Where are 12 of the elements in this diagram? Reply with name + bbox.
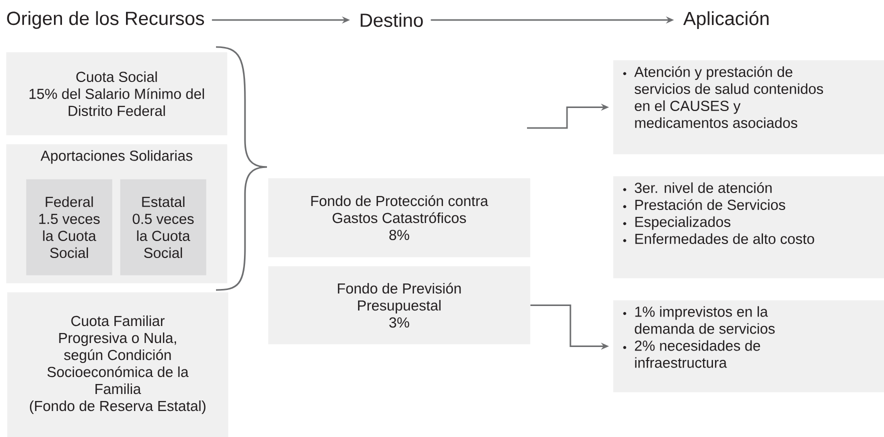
contribution-box: Federal 1.5 veces la Cuota Social xyxy=(26,179,112,276)
heading-text: Origen de los Recursos xyxy=(7,11,204,29)
application-box: 3er. nivel de atención Prestación de Servicios Especializados Enfermedades de alto costo xyxy=(613,176,884,278)
application-box: Atención y prestación de servicios de salud contenidos en el CAUSES y medicamentos asociados xyxy=(613,60,884,154)
heading-text: Aplicación xyxy=(683,11,769,29)
application-box: 1% imprevistos en la demanda de servicios 2% necesidades de infraestructura xyxy=(613,300,884,392)
fund-box: Fondo de Protección contra Gastos Catastróficos 8% xyxy=(268,178,530,258)
source-box: Cuota Familiar Progresiva o Nula, según Condición Socioeconómica de la Familia (Fondo de Reserva Estatal) xyxy=(7,292,228,437)
fund-box: Fondo de Previsión Presupuestal 3% xyxy=(268,266,530,344)
heading-text: Destino xyxy=(360,13,423,27)
source-box: Cuota Social 15% del Salario Mínimo del Distrito Federal xyxy=(6,52,228,136)
contribution-box: Estatal 0.5 veces la Cuota Social xyxy=(120,179,206,276)
